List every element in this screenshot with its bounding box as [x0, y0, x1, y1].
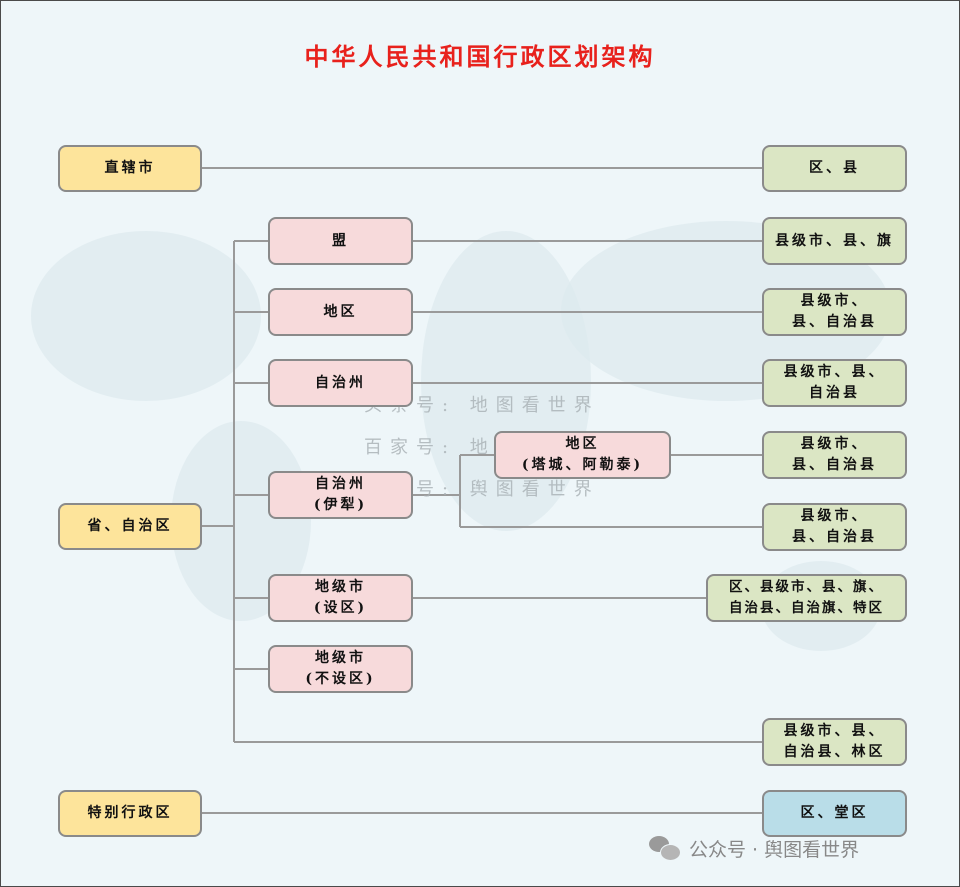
node-label: 县级市、 — [800, 293, 869, 309]
node-label: 盟 — [332, 232, 349, 249]
node-autonomous-prefecture-yili: 自治州 (伊犁) — [268, 471, 413, 519]
node-prefecture-city-undistricted: 地级市 (不设区) — [268, 645, 413, 693]
node-label: (设区) — [313, 600, 368, 616]
node-label: 县、自治县 — [792, 314, 877, 330]
node-prefecture: 地区 — [268, 288, 413, 336]
node-label: 县、自治县 — [792, 457, 877, 473]
node-league: 盟 — [268, 217, 413, 265]
map-background — [31, 231, 261, 401]
node-prefecture-city-subdivisions: 区、县级市、县、旗、 自治县、自治旗、特区 — [706, 574, 907, 622]
diagram-title: 中华人民共和国行政区划架构 — [304, 42, 656, 71]
node-label: 县级市、 — [800, 508, 869, 524]
node-label: 地区 — [323, 303, 358, 320]
node-label: 区、堂区 — [800, 805, 869, 821]
node-direct-county-subdivisions: 县级市、县、 自治县、林区 — [762, 718, 907, 766]
footer-text: 公众号 · 舆图看世界 — [689, 839, 860, 861]
node-label: 地区 — [565, 436, 600, 452]
node-label: 省、自治区 — [87, 518, 173, 534]
node-label: (不设区) — [305, 671, 376, 687]
watermark-text: 头条号: 地图看世界 — [364, 395, 600, 416]
node-label: 地级市 — [315, 579, 366, 595]
node-label: 直辖市 — [104, 160, 156, 176]
node-municipality: 直辖市 — [58, 145, 202, 192]
footer-watermark: 公众号 · 舆图看世界 — [649, 835, 859, 862]
node-label: 地级市 — [315, 650, 366, 666]
node-label: 自治县 — [809, 385, 860, 401]
node-label: 特别行政区 — [87, 805, 173, 821]
node-label: 自治州 — [315, 476, 366, 492]
node-label: 区、县 — [809, 160, 860, 176]
node-label: 县级市、县、 — [783, 364, 886, 380]
node-sar-subdivisions: 区、堂区 — [762, 790, 907, 837]
node-tacheng-altay: 地区 (塔城、阿勒泰) — [494, 431, 671, 479]
node-autonomous-prefecture: 自治州 — [268, 359, 413, 407]
node-label: 县级市、县、 — [783, 723, 886, 739]
watermark-text: 公众号: 舆图看世界 — [364, 479, 600, 500]
node-label: 县级市、 — [800, 436, 869, 452]
node-label: 县、自治县 — [792, 529, 877, 545]
node-province: 省、自治区 — [58, 503, 202, 550]
node-league-subdivisions: 县级市、县、旗 — [762, 217, 907, 265]
node-label: 自治县、自治旗、特区 — [729, 600, 884, 616]
node-label: (伊犁) — [313, 497, 368, 513]
node-label: 自治州 — [315, 374, 366, 391]
node-yili-subdivisions: 县级市、 县、自治县 — [762, 503, 907, 551]
node-tacheng-subdivisions: 县级市、 县、自治县 — [762, 431, 907, 479]
node-autonomous-prefecture-subdivisions: 县级市、县、 自治县 — [762, 359, 907, 407]
node-sar: 特别行政区 — [58, 790, 202, 837]
map-background — [421, 231, 591, 531]
node-municipality-subdivisions: 区、县 — [762, 145, 907, 192]
node-prefecture-city-districted: 地级市 (设区) — [268, 574, 413, 622]
node-label: 区、县级市、县、旗、 — [729, 579, 884, 595]
node-label: 自治县、林区 — [783, 744, 886, 760]
node-prefecture-subdivisions: 县级市、 县、自治县 — [762, 288, 907, 336]
node-label: 县级市、县、旗 — [775, 232, 894, 249]
node-label: (塔城、阿勒泰) — [521, 457, 644, 473]
wechat-icon — [649, 835, 681, 862]
